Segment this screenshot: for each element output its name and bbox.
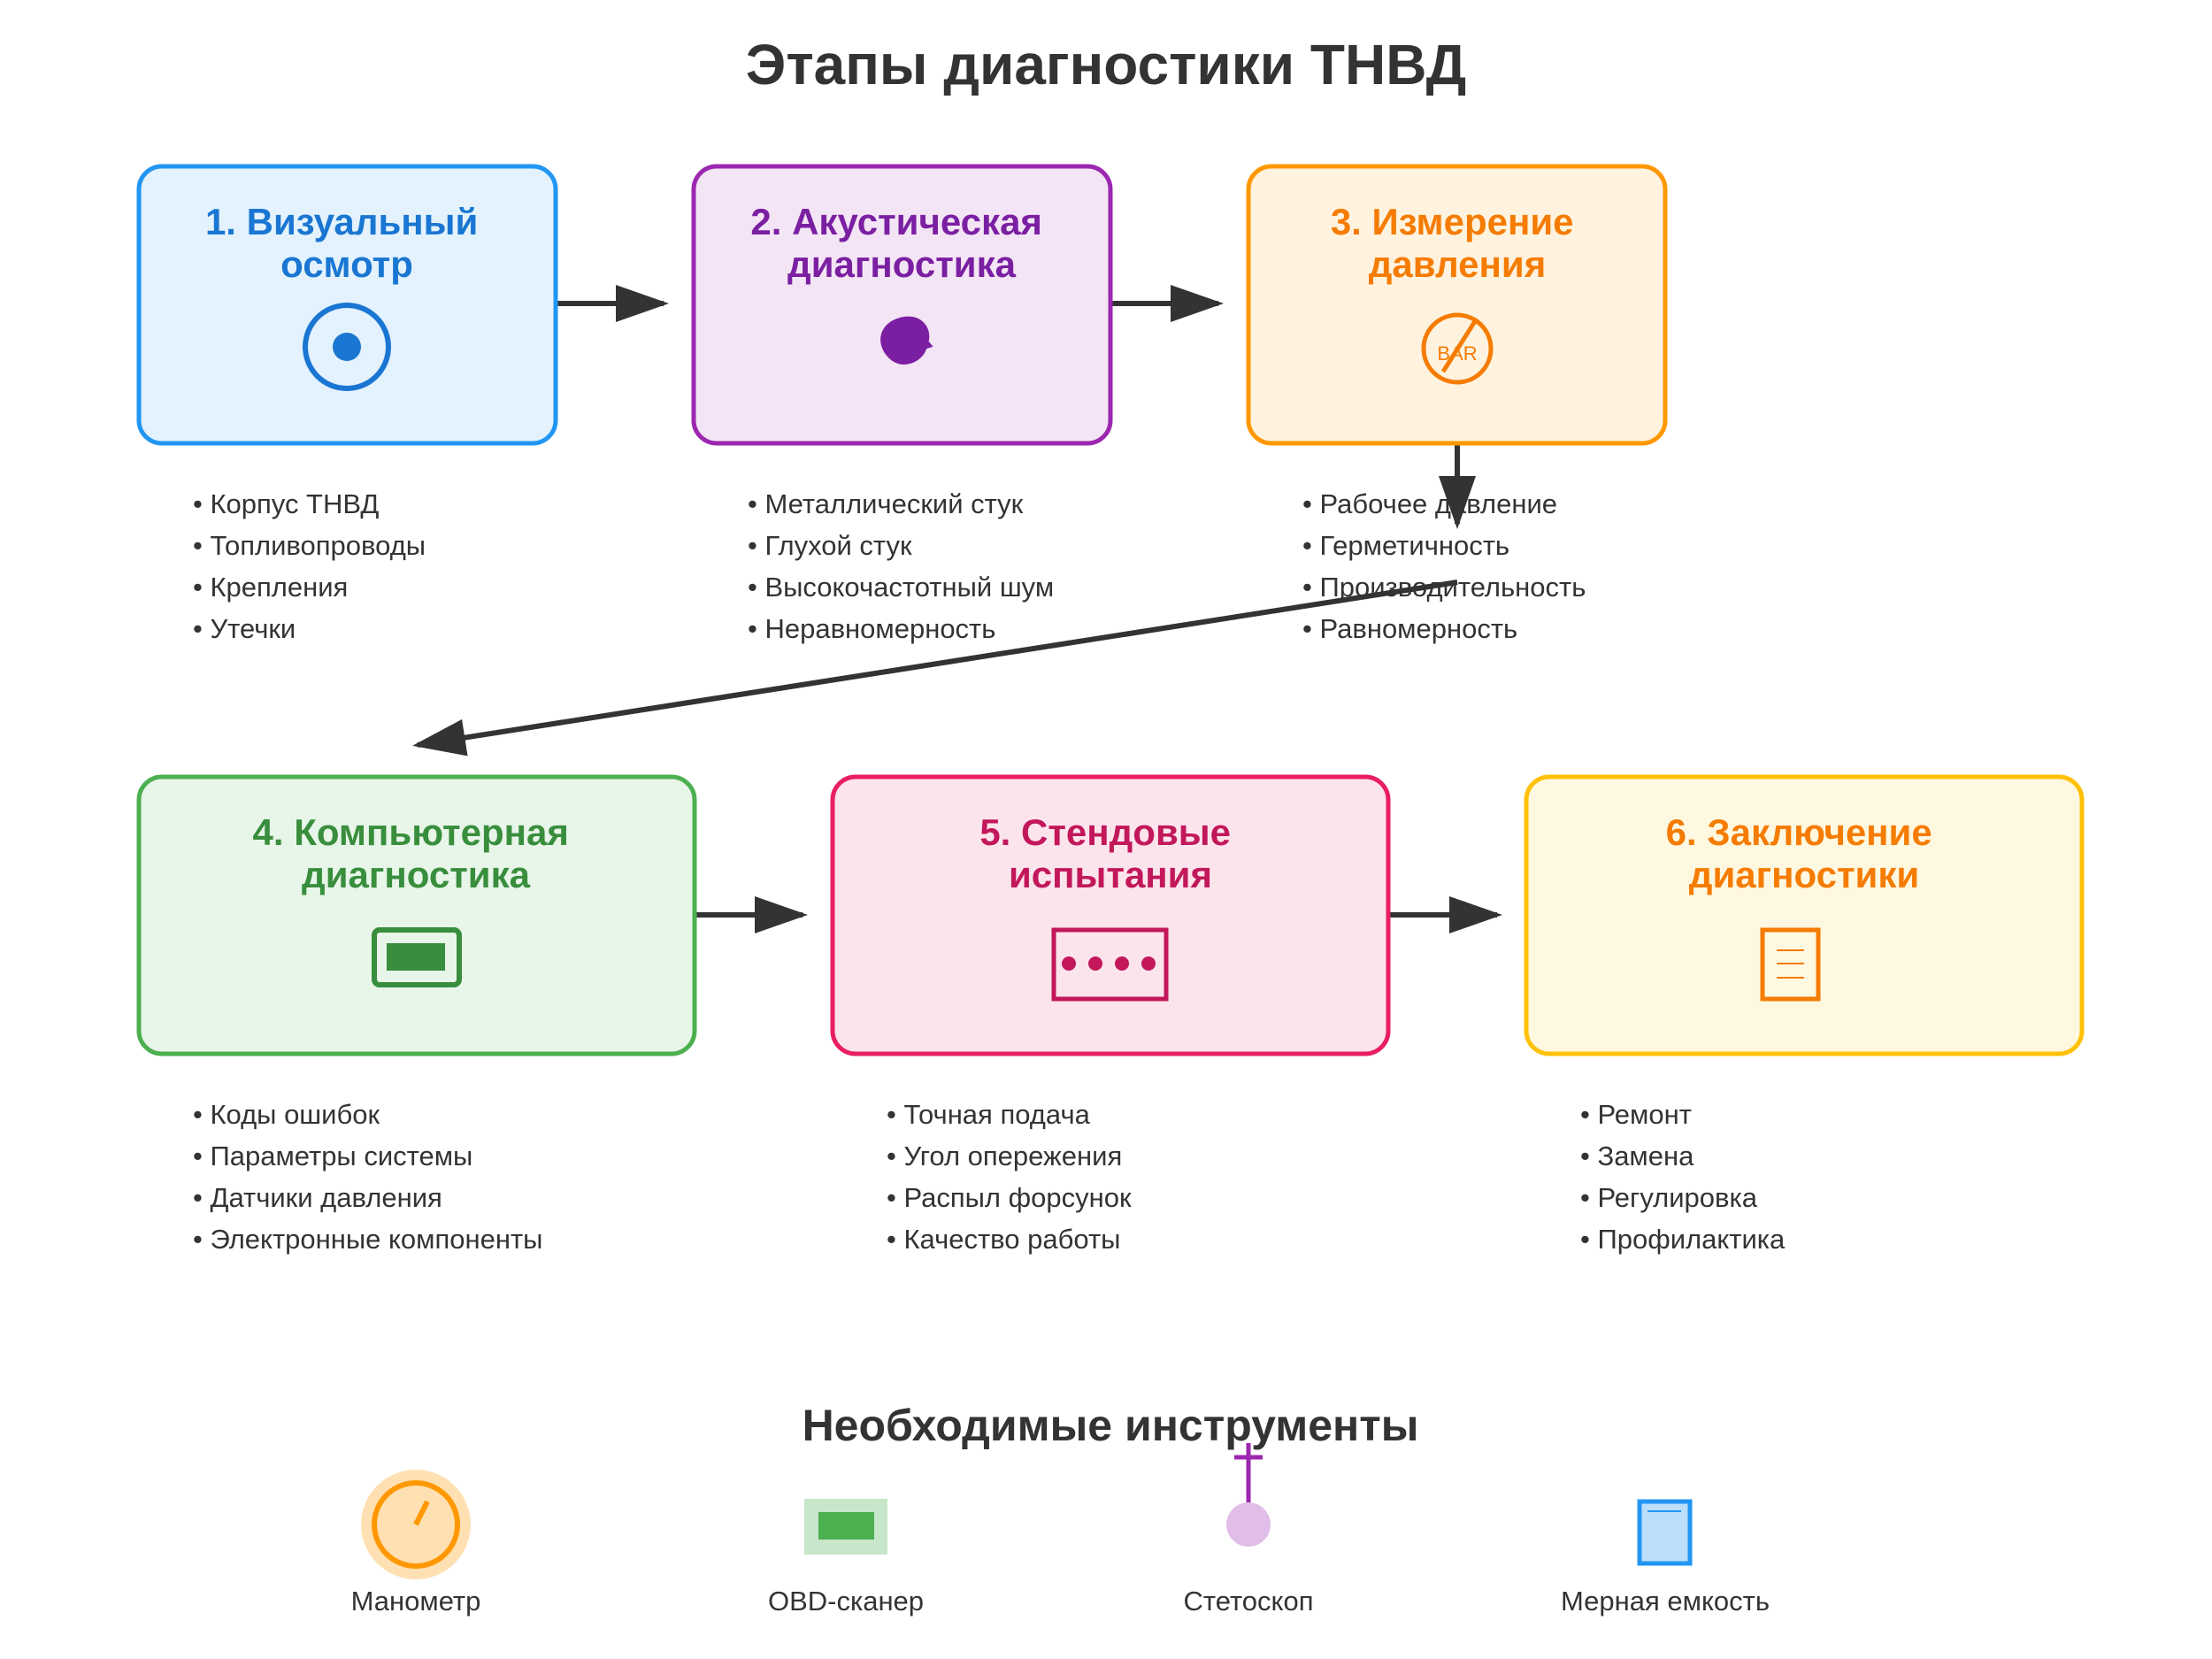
page-title: Этапы диагностики ТНВД [746, 33, 1466, 96]
stage-1: 1. Визуальный осмотр • Корпус ТНВД • Топ… [136, 164, 558, 644]
tools-title: Необходимые инструменты [803, 1401, 1419, 1450]
tool-measuring-container: Мерная емкость [1561, 1499, 1770, 1617]
stage-3-title: 3. Измерение давления [1331, 201, 1584, 285]
tool-label: Стетоскоп [1184, 1586, 1314, 1617]
stage-4-title: 4. Компьютерная диагностика [253, 811, 580, 895]
stage-2: 2. Акустическая диагностика • Металличес… [691, 164, 1113, 644]
stage-6: 6. Заключение диагностики • Ремонт • Зам… [1524, 774, 2085, 1255]
tools-section: Необходимые инструменты Манометр OBD-ска… [351, 1401, 1770, 1617]
stage-5: 5. Стендовые испытания • Точная подача •… [830, 774, 1391, 1255]
tool-label: OBD-сканер [768, 1586, 924, 1617]
stage-5-box [830, 774, 1391, 1056]
tool-label: Мерная емкость [1561, 1586, 1770, 1617]
stage-2-title: 2. Акустическая диагностика [750, 201, 1052, 285]
stage-6-title: 6. Заключение диагностики [1666, 811, 1943, 895]
eye-target-icon [303, 303, 391, 391]
stage-3-items: • Рабочее давление • Герметичность • Про… [1302, 488, 1594, 644]
stage-6-box [1524, 774, 2085, 1056]
pressure-gauge-icon: BAR [1421, 312, 1494, 385]
stage-2-box [691, 164, 1113, 446]
pressure-gauge-label: BAR [1437, 342, 1477, 365]
stethoscope-icon [1226, 1443, 1271, 1547]
stage-6-items: • Ремонт • Замена • Регулировка • Профил… [1580, 1099, 1786, 1255]
stage-4-items: • Коды ошибок • Параметры системы • Датч… [193, 1099, 542, 1255]
tool-obd-scanner: OBD-сканер [768, 1499, 924, 1617]
obd-scanner-icon [804, 1499, 887, 1555]
manometer-icon [361, 1470, 471, 1579]
flow-arrows [412, 285, 1502, 933]
stage-5-title: 5. Стендовые испытания [979, 811, 1240, 895]
stage-5-items: • Точная подача • Угол опережения • Расп… [887, 1099, 1139, 1255]
stage-3-box [1246, 164, 1668, 446]
stage-1-items: • Корпус ТНВД • Топливопроводы • Креплен… [193, 488, 434, 644]
stage-4: 4. Компьютерная диагностика • Коды ошибо… [136, 774, 697, 1255]
test-bench-icon [1051, 927, 1169, 1002]
stage-4-box [136, 774, 697, 1056]
report-document-icon [1760, 927, 1821, 1002]
tool-label: Манометр [351, 1586, 481, 1617]
measuring-container-icon [1637, 1499, 1693, 1566]
stage-2-items: • Металлический стук • Глухой стук • Выс… [748, 488, 1062, 644]
tool-stethoscope: Стетоскоп [1184, 1443, 1314, 1617]
stage-1-title: 1. Визуальный осмотр [205, 201, 488, 285]
stage-3: 3. Измерение давления BAR • Рабочее давл… [1246, 164, 1668, 644]
tool-manometer: Манометр [351, 1470, 481, 1617]
sound-blob-icon [880, 316, 933, 365]
monitor-icon [372, 927, 462, 987]
arrow-3-to-4 [412, 580, 1458, 757]
